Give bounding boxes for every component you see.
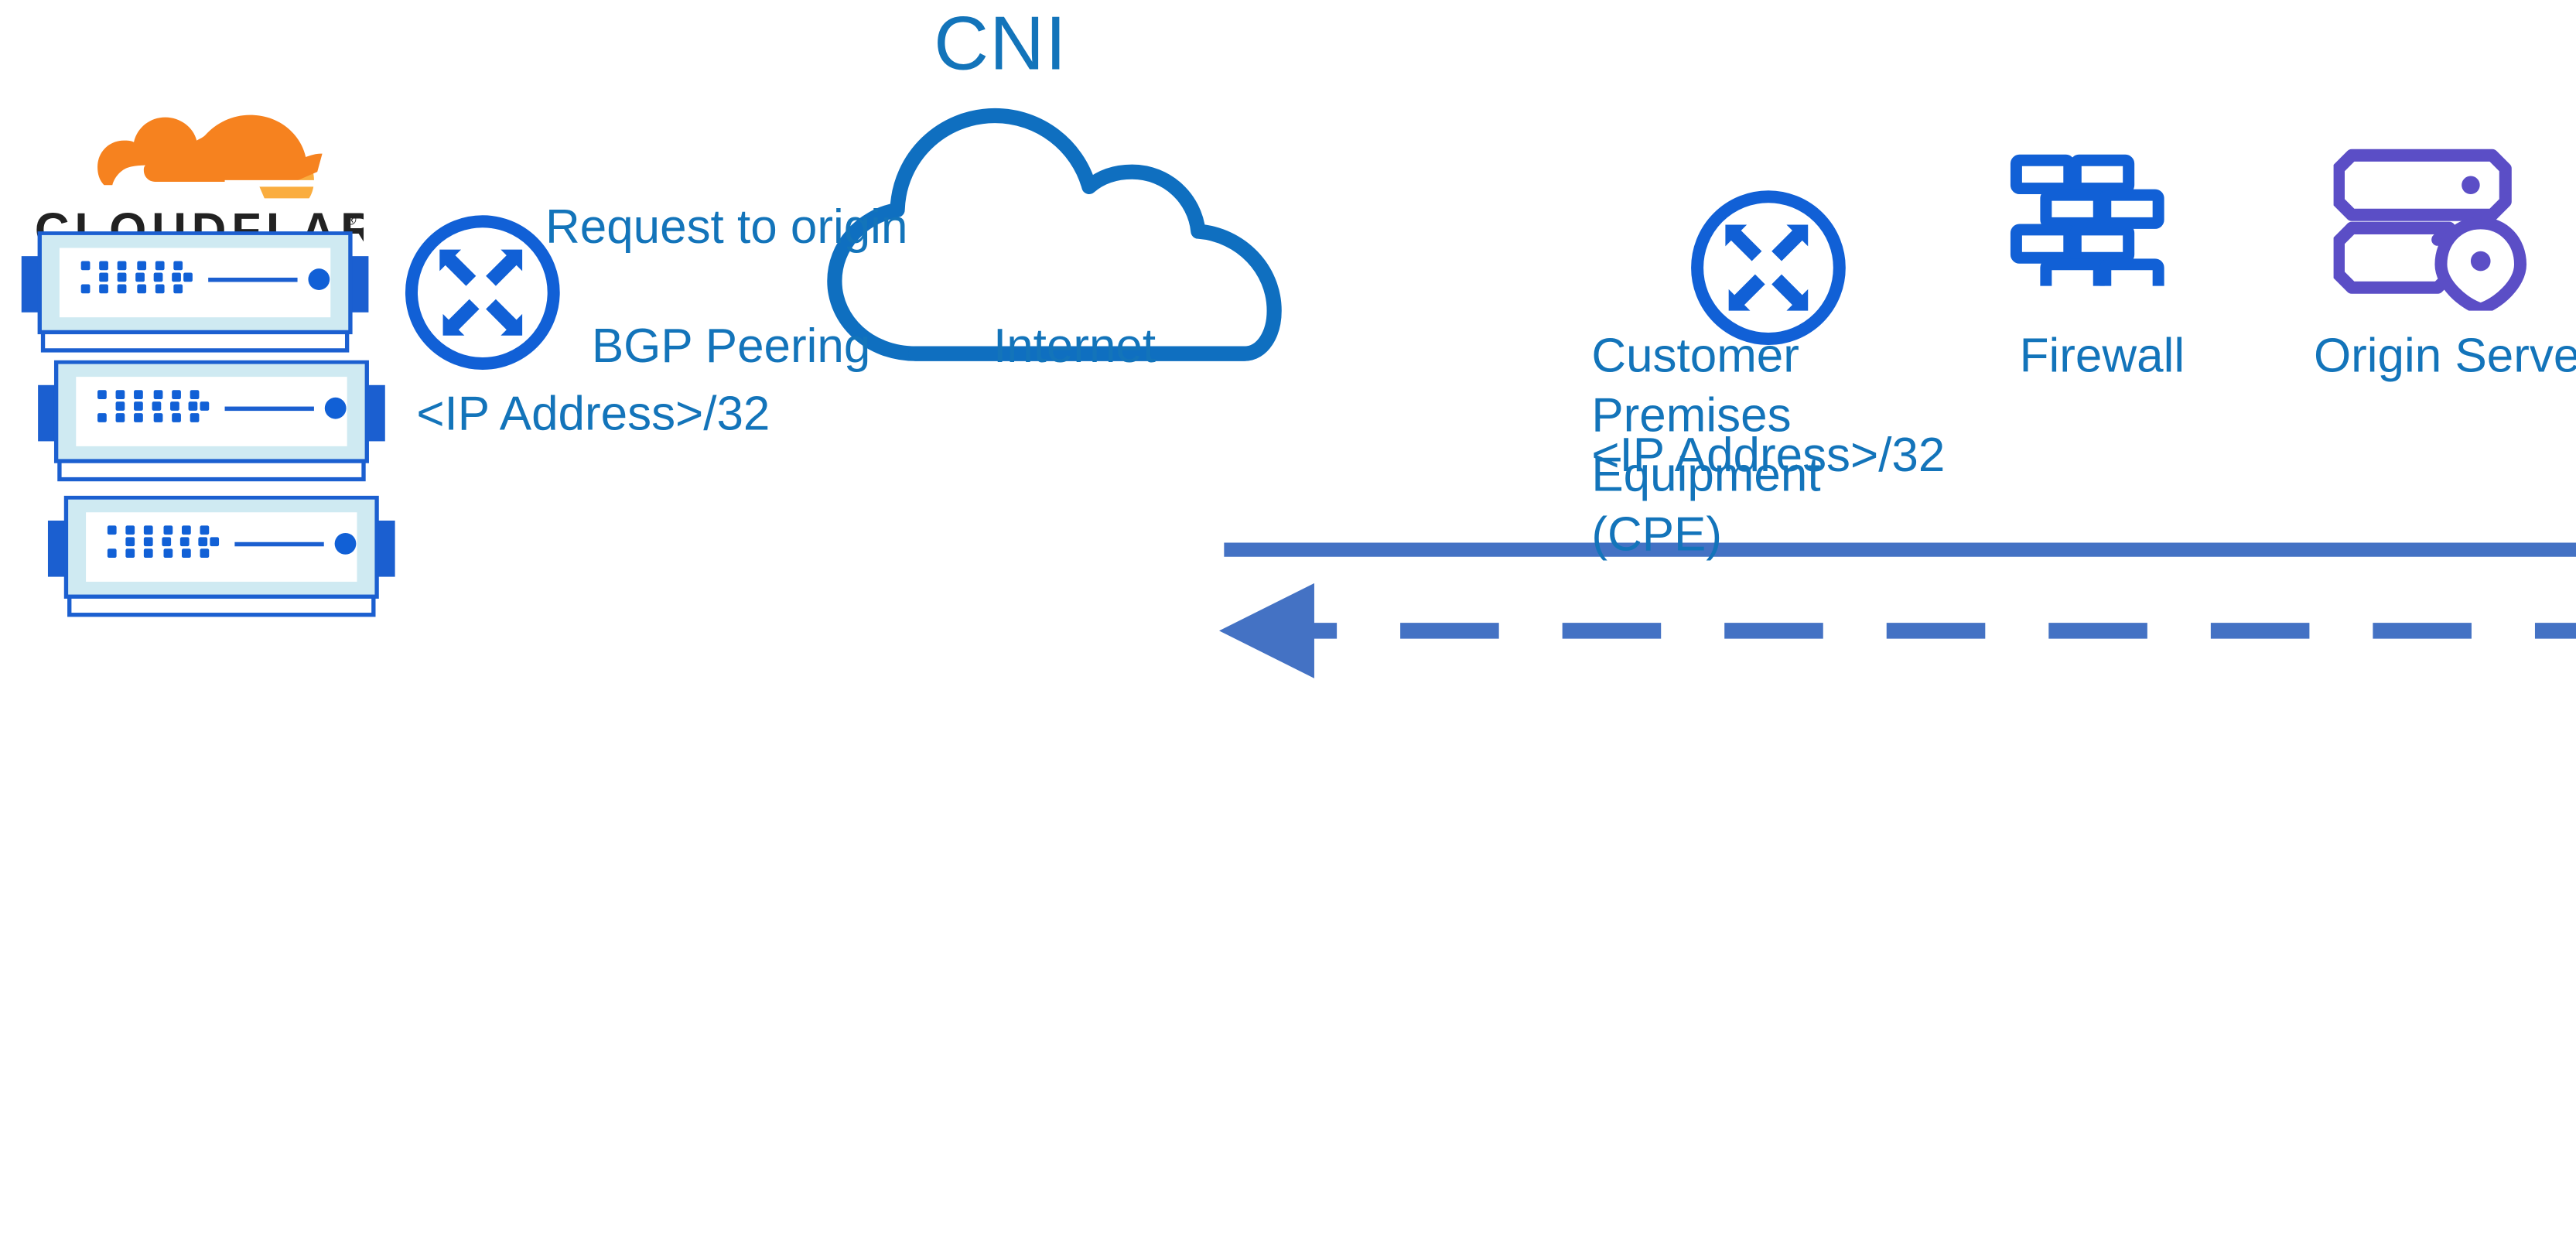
router-icon <box>1686 185 1851 350</box>
cpe-ip-label: <IP Address>/32 <box>1591 429 1946 483</box>
server-stack-item <box>46 495 397 621</box>
origin-server-label: Origin Server(s) <box>2313 330 2576 384</box>
router-icon <box>400 210 565 375</box>
origin-server-pin-icon <box>2333 149 2529 311</box>
firewall-brick-icon <box>2010 154 2165 286</box>
server-stack-item <box>36 360 387 486</box>
diagram-canvas: CNI CLOUDFLARE ® <box>20 0 2576 678</box>
cloud-label: Internet <box>992 320 1156 374</box>
link-label-request-to-origin: Request to origin <box>545 201 908 255</box>
firewall-label: Firewall <box>2019 330 2185 384</box>
cloud-icon <box>826 94 1315 362</box>
link-label-bgp-peering: BGP Peering <box>591 320 871 374</box>
cpe-label: Customer Premises Equipment (CPE) <box>1591 330 1821 562</box>
svg-text:®: ® <box>346 213 357 229</box>
server-stack-item <box>20 231 371 357</box>
cloudflare-router-ip-label: <IP Address>/32 <box>416 388 770 442</box>
page-title: CNI <box>934 0 1068 87</box>
